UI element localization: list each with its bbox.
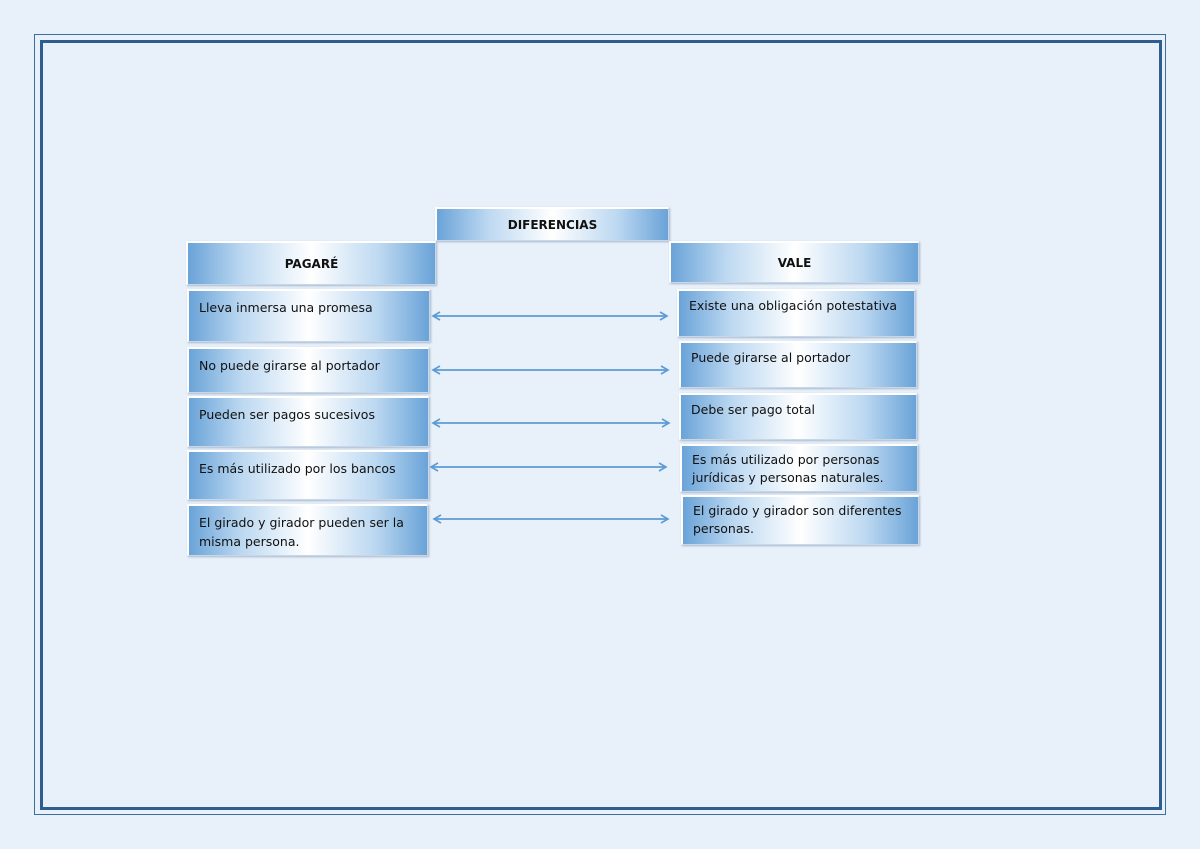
left-item-5: El girado y girador pueden ser la misma …: [187, 504, 428, 556]
right-item-1: Existe una obligación potestativa: [677, 289, 915, 337]
left-item-2-text: No puede girarse al portador: [199, 358, 380, 373]
left-header: PAGARÉ: [186, 241, 436, 285]
right-item-5: El girado y girador son diferentes perso…: [681, 495, 919, 545]
left-item-1-text: Lleva inmersa una promesa: [199, 300, 373, 315]
right-item-2: Puede girarse al portador: [679, 341, 917, 388]
left-item-2: No puede girarse al portador: [187, 347, 429, 393]
right-header-text: VALE: [777, 255, 812, 270]
left-item-3-text: Pueden ser pagos sucesivos: [199, 407, 375, 422]
page-frame-outer: [34, 34, 1166, 815]
right-item-1-text: Existe una obligación potestativa: [689, 298, 898, 313]
diagram-title: DIFERENCIAS: [435, 207, 669, 241]
left-item-4: Es más utilizado por los bancos: [187, 450, 429, 500]
right-item-4: Es más utilizado por personas jurídicas …: [680, 444, 918, 492]
left-item-4-text: Es más utilizado por los bancos: [199, 461, 396, 476]
page-frame-inner: [40, 40, 1162, 810]
left-header-text: PAGARÉ: [284, 256, 339, 271]
right-header: VALE: [669, 241, 919, 283]
left-item-5-text: El girado y girador pueden ser la misma …: [199, 515, 404, 549]
left-item-3: Pueden ser pagos sucesivos: [187, 396, 429, 447]
right-item-3: Debe ser pago total: [679, 393, 917, 440]
right-item-2-text: Puede girarse al portador: [691, 350, 851, 365]
diagram-title-text: DIFERENCIAS: [507, 217, 598, 232]
right-item-4-text: Es más utilizado por personas jurídicas …: [692, 452, 884, 486]
right-item-5-text: El girado y girador son diferentes perso…: [693, 503, 902, 537]
right-item-3-text: Debe ser pago total: [691, 402, 815, 417]
left-item-1: Lleva inmersa una promesa: [187, 289, 430, 342]
